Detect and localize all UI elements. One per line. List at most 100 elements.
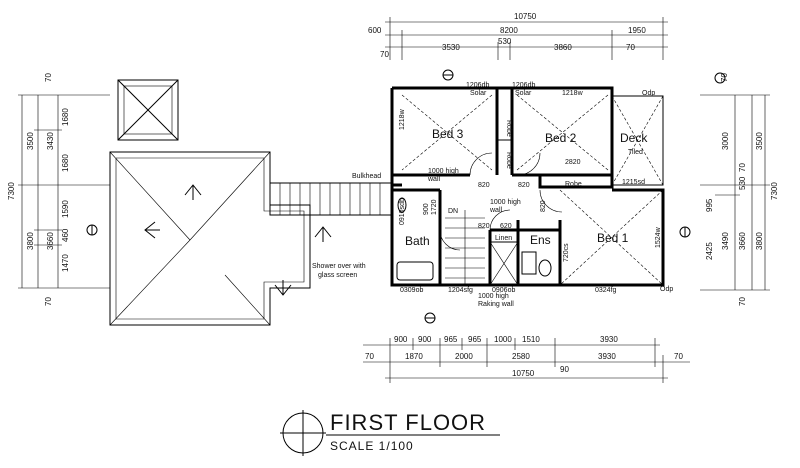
window-0324fg: 0324fg bbox=[595, 287, 617, 294]
dim-900: 900 bbox=[423, 203, 430, 215]
dim-bot-2000: 2000 bbox=[455, 352, 473, 361]
dim-left-3660: 3660 bbox=[46, 232, 55, 250]
dim-top-600: 600 bbox=[368, 26, 382, 35]
dim-left-3800: 3800 bbox=[26, 232, 35, 250]
right-dimensions: 70 3000 3500 70 530 7300 995 2425 3490 3… bbox=[700, 73, 779, 306]
dim-bot-70a: 70 bbox=[365, 352, 374, 361]
dim-820-d: 820 bbox=[478, 223, 490, 230]
window-0309ob: 0309ob bbox=[400, 287, 423, 294]
ensuite-toilet bbox=[538, 259, 552, 277]
label-bed1: Bed 1 bbox=[597, 231, 629, 245]
label-1000-high-b: 1000 high bbox=[490, 199, 521, 206]
dim-left-1470: 1470 bbox=[61, 254, 70, 272]
dim-bot-1510: 1510 bbox=[522, 335, 540, 344]
dim-bot-965a: 965 bbox=[444, 335, 458, 344]
dim-bot-2580: 2580 bbox=[512, 352, 530, 361]
drawing-scale: SCALE 1/100 bbox=[330, 439, 414, 453]
window-1524w: 1524w bbox=[655, 226, 662, 248]
skylight-void bbox=[117, 79, 179, 141]
dim-right-3000: 3000 bbox=[721, 132, 730, 150]
window-1215sd: 1215sd bbox=[622, 179, 645, 186]
dim-bot-90: 90 bbox=[560, 365, 569, 374]
dim-right-3490: 3490 bbox=[721, 232, 730, 250]
dim-right-995: 995 bbox=[705, 198, 714, 212]
dim-bot-1000: 1000 bbox=[494, 335, 512, 344]
dim-right-3800: 3800 bbox=[755, 232, 764, 250]
bath-basin bbox=[397, 197, 407, 213]
dim-right-70c: 70 bbox=[738, 297, 747, 306]
window-1204sfg: 1204sfg bbox=[448, 287, 473, 294]
link-slats bbox=[269, 182, 393, 216]
upper-floor-walls bbox=[390, 86, 665, 287]
label-robe-bed3: Robe bbox=[505, 120, 512, 137]
dim-left-460: 460 bbox=[61, 228, 70, 242]
label-glass-screen: glass screen bbox=[318, 272, 357, 279]
dim-top-70b: 70 bbox=[626, 43, 635, 52]
dim-left-1590: 1590 bbox=[61, 200, 70, 218]
label-raking-2: Raking wall bbox=[478, 301, 514, 308]
dim-top-70a: 70 bbox=[380, 50, 389, 59]
dim-right-7300: 7300 bbox=[770, 182, 779, 200]
dim-left-3430: 3430 bbox=[46, 132, 55, 150]
dim-bot-3930b: 3930 bbox=[598, 352, 616, 361]
dim-bot-total: 10750 bbox=[512, 369, 535, 378]
title-block: FIRST FLOOR SCALE 1/100 bbox=[280, 410, 500, 456]
dim-top-8200: 8200 bbox=[500, 26, 518, 35]
dim-1720: 1720 bbox=[431, 199, 438, 215]
dim-top-1950: 1950 bbox=[628, 26, 646, 35]
window-odp-bottom: Odp bbox=[660, 286, 673, 293]
left-dimensions: 70 7300 3500 3430 1680 1680 3800 3660 15… bbox=[7, 73, 110, 306]
dim-bot-900a: 900 bbox=[394, 335, 408, 344]
dim-left-3500: 3500 bbox=[26, 132, 35, 150]
dim-bot-70b: 70 bbox=[674, 352, 683, 361]
dim-left-1680b: 1680 bbox=[61, 154, 70, 172]
label-robe-bed2: Robe bbox=[505, 152, 512, 169]
window-1218w-top: 1218w bbox=[562, 90, 584, 97]
dim-right-530: 530 bbox=[738, 176, 747, 190]
label-ens: Ens bbox=[530, 233, 551, 247]
dim-820-b: 820 bbox=[518, 182, 530, 189]
window-1206db-b: 1206db bbox=[512, 82, 535, 89]
bottom-dimensions: 900 900 965 965 1000 1510 3930 70 1870 2… bbox=[363, 335, 690, 383]
dim-bot-3930a: 3930 bbox=[600, 335, 618, 344]
dim-right-3660: 3660 bbox=[738, 232, 747, 250]
window-0906ob: 0906ob bbox=[492, 287, 515, 294]
label-deck-tiled: Tiled bbox=[628, 149, 643, 156]
label-bulkhead: Bulkhead bbox=[352, 173, 381, 180]
window-solar-b: Solar bbox=[515, 90, 532, 97]
label-deck: Deck bbox=[620, 131, 648, 145]
dim-right-70b: 70 bbox=[738, 163, 747, 172]
label-bed3: Bed 3 bbox=[432, 127, 464, 141]
dim-top-total: 10750 bbox=[514, 12, 537, 21]
dim-bot-965b: 965 bbox=[468, 335, 482, 344]
label-linen: Linen bbox=[495, 235, 512, 242]
dim-right-2425: 2425 bbox=[705, 242, 714, 260]
lower-roof bbox=[109, 151, 332, 326]
section-marker-right-top bbox=[714, 72, 726, 84]
window-codes: 1206db Solar 1206db Solar 1218w Odp 1218… bbox=[399, 82, 673, 294]
dim-top-530: 530 bbox=[498, 37, 512, 46]
drawing-title: FIRST FLOOR bbox=[330, 410, 486, 435]
window-odp-top: Odp bbox=[642, 90, 655, 97]
label-robe-bed1: Robe bbox=[565, 181, 582, 188]
label-shower: Shower over with bbox=[312, 263, 366, 270]
window-solar-a: Solar bbox=[470, 90, 487, 97]
dim-620: 620 bbox=[500, 223, 512, 230]
dim-820-a: 820 bbox=[478, 182, 490, 189]
label-1000-high-a: 1000 high bbox=[428, 168, 459, 175]
dim-bot-900b: 900 bbox=[418, 335, 432, 344]
window-1206db-a: 1206db bbox=[466, 82, 489, 89]
label-raking-1: 1000 high bbox=[478, 293, 509, 300]
dim-top-3530: 3530 bbox=[442, 43, 460, 52]
dim-left-1680a: 1680 bbox=[61, 108, 70, 126]
label-bed2: Bed 2 bbox=[545, 131, 577, 145]
label-wall-a: wall bbox=[427, 176, 441, 183]
section-markers bbox=[86, 69, 726, 324]
dim-left-70a: 70 bbox=[44, 73, 53, 82]
top-dimensions: 10750 600 8200 1950 70 3530 530 3860 70 bbox=[368, 12, 668, 60]
bathtub bbox=[396, 261, 434, 281]
label-wall-b: wall bbox=[489, 207, 503, 214]
dim-720cs: 720cs bbox=[563, 243, 570, 262]
dim-right-3500: 3500 bbox=[755, 132, 764, 150]
